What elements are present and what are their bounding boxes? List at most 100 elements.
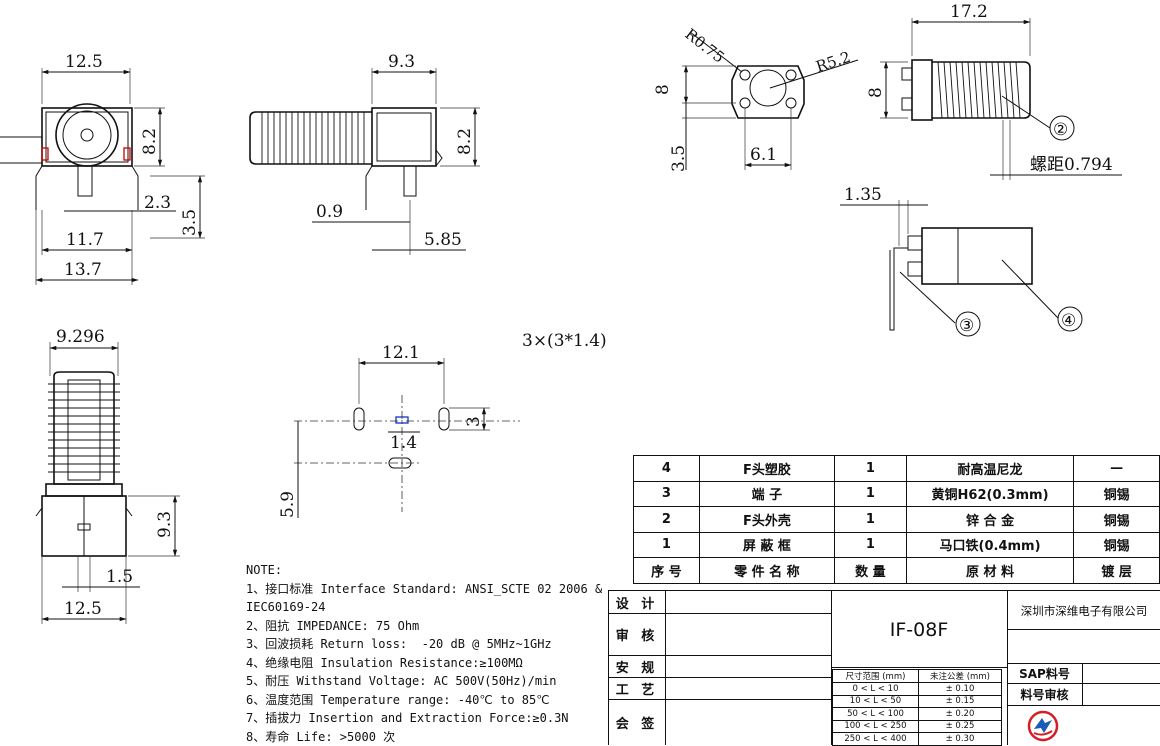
countersign-label: 会 签 bbox=[609, 699, 665, 745]
sap-review-label: 料号审核 bbox=[1007, 683, 1082, 705]
tol-cell: ± 0.30 bbox=[918, 733, 1001, 746]
title-block: 设 计 审 核 安 规 工 艺 会 签 IF-08F 深圳市深维电子有限公司 S… bbox=[608, 590, 1160, 745]
front-view: 12.5 8.2 2.3 3.5 11.7 13.7 bbox=[0, 52, 205, 285]
top-len-dim: 17.2 bbox=[950, 2, 988, 22]
bom-cell: 黄铜H62(0.3mm) bbox=[906, 481, 1074, 507]
front-width-mid-dim: 11.7 bbox=[66, 230, 104, 250]
side-width-dim: 9.3 bbox=[388, 52, 415, 72]
table-row: 4 F头塑胶 1 耐高温尼龙 — bbox=[634, 456, 1160, 482]
bom-cell: 端 子 bbox=[699, 481, 834, 507]
tol-cell: 50 < L < 100 bbox=[833, 708, 919, 721]
tolerance-table: 尺寸范围 (mm) 未注公差 (mm) 0 < L < 10 ± 0.10 10… bbox=[832, 669, 1002, 746]
bottom-pin-dim: 1.5 bbox=[106, 567, 133, 587]
note-line: 5、耐压 Withstand Voltage: AC 500V(50Hz)/mi… bbox=[246, 672, 606, 691]
note-line: 3、回波损耗 Return loss: -20 dB @ 5MHz~1GHz bbox=[246, 635, 606, 654]
bom-cell: F头外壳 bbox=[699, 507, 834, 533]
side-pin-pos-dim: 5.85 bbox=[424, 230, 462, 250]
table-row: 尺寸范围 (mm) 未注公差 (mm) bbox=[833, 670, 1002, 683]
table-row: 100 < L < 250 ± 0.25 bbox=[833, 720, 1002, 733]
pcb-layout: 3×(3*1.4) 12.1 1.4 3 5.9 bbox=[278, 331, 607, 518]
pcb-holes-label: 3×(3*1.4) bbox=[522, 331, 607, 351]
tol-header: 未注公差 (mm) bbox=[918, 670, 1001, 683]
table-row: 10 < L < 50 ± 0.15 bbox=[833, 695, 1002, 708]
balloon-3: ③ bbox=[959, 316, 974, 336]
bom-header-cell: 零 件 名 称 bbox=[699, 558, 834, 584]
bom-cell: F头塑胶 bbox=[699, 456, 834, 482]
bom-cell: 1 bbox=[634, 532, 700, 558]
table-row: 50 < L < 100 ± 0.20 bbox=[833, 708, 1002, 721]
pcb-offset-dim: 5.9 bbox=[278, 491, 298, 518]
front-top-width-dim: 12.5 bbox=[65, 52, 103, 72]
table-row: 0 < L < 10 ± 0.10 bbox=[833, 683, 1002, 696]
review-label: 审 核 bbox=[609, 613, 665, 655]
note-line: 7、插拔力 Insertion and Extraction Force:≥0.… bbox=[246, 709, 606, 728]
design-label: 设 计 bbox=[609, 591, 665, 613]
safety-label: 安 规 bbox=[609, 655, 665, 677]
bom-cell: 4 bbox=[634, 456, 700, 482]
bom-header-cell: 序 号 bbox=[634, 558, 700, 584]
note-line: 1、接口标准 Interface Standard: ANSI_SCTE 02 … bbox=[246, 580, 606, 599]
tol-cell: ± 0.15 bbox=[918, 695, 1001, 708]
note-line: 4、绝缘电阻 Insulation Resistance:≥100MΩ bbox=[246, 654, 606, 673]
bom-cell: 1 bbox=[835, 456, 907, 482]
table-row: 3 端 子 1 黄铜H62(0.3mm) 铜锡 bbox=[634, 481, 1160, 507]
bottom-base-width-dim: 12.5 bbox=[64, 599, 102, 619]
notes-heading: NOTE: bbox=[246, 561, 606, 580]
bom-cell: 铜锡 bbox=[1074, 507, 1160, 533]
table-row: 250 < L < 400 ± 0.30 bbox=[833, 733, 1002, 746]
note-line: IEC60169-24 bbox=[246, 598, 606, 617]
bom-cell: 3 bbox=[634, 481, 700, 507]
company-name: 深圳市深维电子有限公司 bbox=[1007, 601, 1160, 621]
bom-header-cell: 数 量 bbox=[835, 558, 907, 584]
balloon-4: ④ bbox=[1061, 311, 1076, 331]
tol-cell: 0 < L < 10 bbox=[833, 683, 919, 696]
process-label: 工 艺 bbox=[609, 677, 665, 699]
top-thread bbox=[938, 62, 1020, 118]
part-number: IF-08F bbox=[831, 613, 1007, 647]
pcb-slot-dim: 1.4 bbox=[390, 433, 417, 453]
note-line: 2、阻抗 IMPEDANCE: 75 Ohm bbox=[246, 617, 606, 636]
bom-cell: 1 bbox=[835, 532, 907, 558]
bom-cell: 2 bbox=[634, 507, 700, 533]
pcb-slot-len-dim: 3 bbox=[464, 416, 484, 427]
front-pin-offset-dim: 2.3 bbox=[144, 193, 171, 213]
rear-pin-span-dim: 6.1 bbox=[750, 145, 777, 165]
side-height-dim: 8.2 bbox=[455, 128, 475, 155]
rear-pin-len-dim: 3.5 bbox=[669, 145, 689, 172]
sap-label: SAP料号 bbox=[1007, 663, 1082, 683]
bom-header-row: 序 号 零 件 名 称 数 量 原 材 料 镀 层 bbox=[634, 558, 1160, 584]
tol-header: 尺寸范围 (mm) bbox=[833, 670, 919, 683]
rear-hole-r-dim: R0.75 bbox=[682, 25, 728, 67]
bom-cell: 屏 蔽 框 bbox=[699, 532, 834, 558]
bottom-height-dim: 9.3 bbox=[155, 511, 175, 538]
balloon-2: ② bbox=[1053, 120, 1068, 140]
bom-cell: 1 bbox=[835, 507, 907, 533]
tol-cell: 250 < L < 400 bbox=[833, 733, 919, 746]
bom-cell: 铜锡 bbox=[1074, 481, 1160, 507]
note-line: 6、温度范围 Temperature range: -40℃ to 85℃ bbox=[246, 691, 606, 710]
tol-cell: ± 0.10 bbox=[918, 683, 1001, 696]
rear-height-dim: 8 bbox=[653, 84, 673, 95]
thread-pitch-dim: 螺距0.794 bbox=[1030, 155, 1113, 175]
tol-cell: 10 < L < 50 bbox=[833, 695, 919, 708]
tol-cell: 100 < L < 250 bbox=[833, 720, 919, 733]
pcb-span-dim: 12.1 bbox=[382, 343, 420, 363]
table-row: 2 F头外壳 1 锌 合 金 铜锡 bbox=[634, 507, 1160, 533]
rear-view: R0.75 R5.2 8 3.5 6.1 bbox=[653, 25, 858, 172]
bom-header-cell: 镀 层 bbox=[1074, 558, 1160, 584]
side-view: 9.3 8.2 0.9 5.85 bbox=[250, 52, 480, 255]
side-pin-offset-dim: 0.9 bbox=[316, 202, 343, 222]
bottom-width-dim: 9.296 bbox=[56, 327, 105, 347]
bom-cell: — bbox=[1074, 456, 1160, 482]
front-height-dim: 8.2 bbox=[140, 128, 160, 155]
table-row: 1 屏 蔽 框 1 马口铁(0.4mm) 铜锡 bbox=[634, 532, 1160, 558]
notes: NOTE: 1、接口标准 Interface Standard: ANSI_SC… bbox=[246, 561, 606, 746]
bom-header-cell: 原 材 料 bbox=[906, 558, 1074, 584]
note-line: 8、寿命 Life: >5000 次 bbox=[246, 728, 606, 746]
bom-cell: 铜锡 bbox=[1074, 532, 1160, 558]
detail-view: 1.35 ③ ④ bbox=[840, 185, 1082, 336]
bom-table: 4 F头塑胶 1 耐高温尼龙 — 3 端 子 1 黄铜H62(0.3mm) 铜锡… bbox=[633, 455, 1160, 584]
detail-offset-dim: 1.35 bbox=[844, 185, 882, 205]
top-view: 17.2 8 ② 螺距0.794 bbox=[866, 2, 1122, 180]
bom-cell: 耐高温尼龙 bbox=[906, 456, 1074, 482]
